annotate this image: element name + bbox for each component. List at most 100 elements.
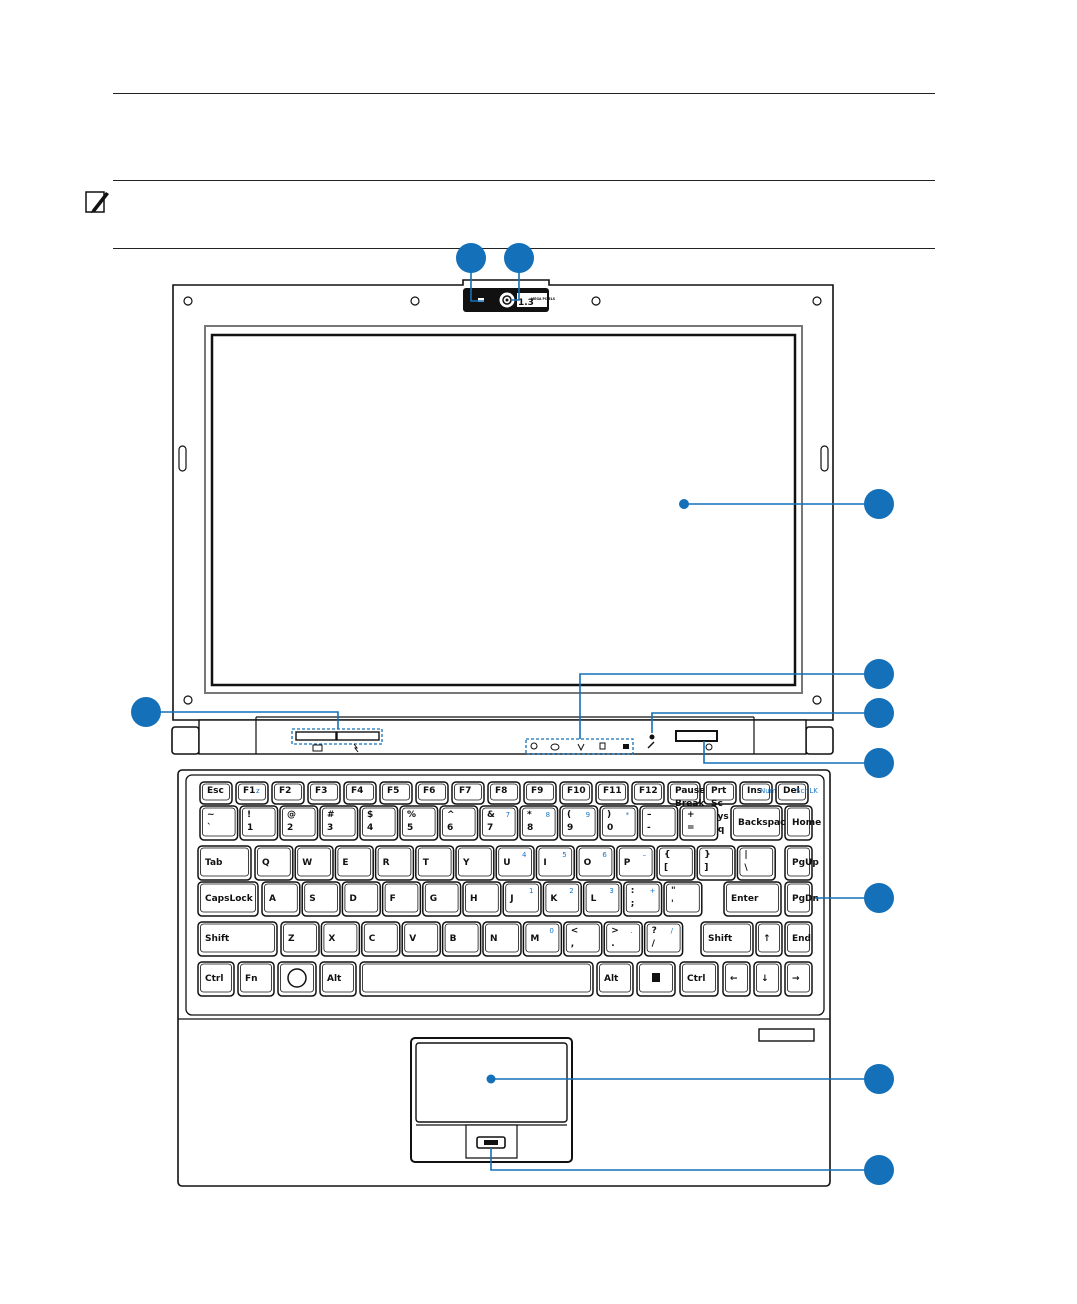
key-label: End — [792, 934, 811, 944]
key-n[interactable]: N — [482, 921, 522, 957]
key-label: N — [490, 934, 498, 944]
key--[interactable]: –- — [639, 805, 679, 841]
key-y[interactable]: Y — [455, 845, 495, 881]
key-j[interactable]: J1 — [502, 881, 542, 917]
key-label: ` — [207, 822, 212, 833]
key-pgup[interactable]: PgUp — [784, 845, 819, 881]
key--[interactable]: {[ — [656, 845, 696, 881]
key--8[interactable]: *88 — [519, 805, 559, 841]
key-shift[interactable]: Shift — [700, 921, 754, 957]
key-alt[interactable]: Alt — [596, 961, 634, 997]
key-v[interactable]: V — [401, 921, 441, 957]
key-sublabel: 5 — [562, 851, 566, 859]
key--6[interactable]: ^6 — [439, 805, 479, 841]
key--[interactable]: :;+ — [623, 881, 663, 917]
note-pencil-icon — [85, 191, 109, 213]
key-f7[interactable]: F7 — [451, 781, 485, 805]
key-b[interactable]: B — [441, 921, 482, 957]
key--1[interactable]: !1 — [239, 805, 279, 841]
key--7[interactable]: &77 — [479, 805, 519, 841]
key--[interactable]: "' — [663, 881, 703, 917]
bulb-icon — [530, 742, 538, 750]
key-d[interactable]: D — [341, 881, 381, 917]
key-f3[interactable]: F3 — [307, 781, 341, 805]
key--[interactable]: <, — [563, 921, 603, 957]
key--5[interactable]: %5 — [399, 805, 439, 841]
key-fn[interactable]: Fn — [237, 961, 275, 997]
key-q[interactable]: Q — [254, 845, 294, 881]
key-f6[interactable]: F6 — [415, 781, 449, 805]
key-esc[interactable]: Esc — [199, 781, 233, 805]
key-m[interactable]: M0 — [522, 921, 563, 957]
key--[interactable]: += — [679, 805, 719, 841]
key-h[interactable]: H — [462, 881, 502, 917]
key--2[interactable]: @2 — [279, 805, 319, 841]
key-x[interactable]: X — [320, 921, 361, 957]
key-g[interactable]: G — [422, 881, 462, 917]
key-ctrl[interactable]: Ctrl — [197, 961, 235, 997]
key-z[interactable]: Z — [280, 921, 320, 957]
key-f[interactable]: F — [381, 881, 422, 917]
key-o[interactable]: O6 — [575, 845, 616, 881]
key--[interactable]: }] — [696, 845, 736, 881]
key-shift[interactable]: Shift — [197, 921, 278, 957]
key--[interactable]: ↑ — [755, 921, 783, 957]
key-f12[interactable]: F12 — [631, 781, 665, 805]
key-enter[interactable]: Enter — [723, 881, 782, 917]
key-sublabel: z — [256, 787, 260, 795]
key-blank[interactable] — [359, 961, 594, 997]
key--[interactable]: >.. — [603, 921, 643, 957]
key-pgdn[interactable]: PgDn — [784, 881, 819, 917]
key-f4[interactable]: F4 — [343, 781, 377, 805]
key-label: ↓ — [761, 974, 769, 984]
key-tab[interactable]: Tab — [197, 845, 252, 881]
key--0[interactable]: )0* — [599, 805, 639, 841]
key-k[interactable]: K2 — [542, 881, 582, 917]
key-s[interactable]: S — [301, 881, 341, 917]
key-f9[interactable]: F9 — [523, 781, 557, 805]
key-u[interactable]: U4 — [495, 845, 535, 881]
key--[interactable]: ← — [722, 961, 751, 997]
key-capslock[interactable]: CapsLock — [197, 881, 259, 917]
key-i[interactable]: I5 — [535, 845, 575, 881]
key-a[interactable]: A — [261, 881, 301, 917]
key-label: ↑ — [763, 934, 771, 944]
key-t[interactable]: T — [415, 845, 455, 881]
key-label: – — [647, 810, 652, 820]
touchpad[interactable] — [410, 1037, 573, 1163]
key-home[interactable]: Home — [784, 805, 821, 841]
key-e[interactable]: E — [334, 845, 374, 881]
key--[interactable]: ~` — [199, 805, 239, 841]
key-end[interactable]: End — [784, 921, 813, 957]
key-p[interactable]: P– — [616, 845, 656, 881]
key-f10[interactable]: F10 — [559, 781, 593, 805]
key--[interactable]: → — [784, 961, 813, 997]
key-c[interactable]: C — [361, 921, 401, 957]
key--4[interactable]: $4 — [359, 805, 399, 841]
battery-icon — [550, 743, 560, 751]
key-f8[interactable]: F8 — [487, 781, 521, 805]
key--[interactable]: ↓ — [753, 961, 782, 997]
key--[interactable]: |\ — [736, 845, 776, 881]
power-switch[interactable] — [675, 730, 718, 742]
instant-keys[interactable] — [291, 728, 383, 753]
key-alt[interactable]: Alt — [319, 961, 357, 997]
key-f2[interactable]: F2 — [271, 781, 305, 805]
key-f5[interactable]: F5 — [379, 781, 413, 805]
key-label: \ — [744, 863, 748, 873]
key-label: ; — [631, 899, 635, 909]
key-f11[interactable]: F11 — [595, 781, 629, 805]
key--3[interactable]: #3 — [319, 805, 359, 841]
key-backspace[interactable]: Backspace — [730, 805, 792, 841]
key--9[interactable]: (99 — [559, 805, 599, 841]
key-l[interactable]: L3 — [582, 881, 623, 917]
key--[interactable]: ?// — [643, 921, 684, 957]
key-label: Break — [675, 799, 705, 809]
key-r[interactable]: R — [374, 845, 415, 881]
key-ctrl[interactable]: Ctrl — [679, 961, 719, 997]
key-w[interactable]: W — [294, 845, 334, 881]
